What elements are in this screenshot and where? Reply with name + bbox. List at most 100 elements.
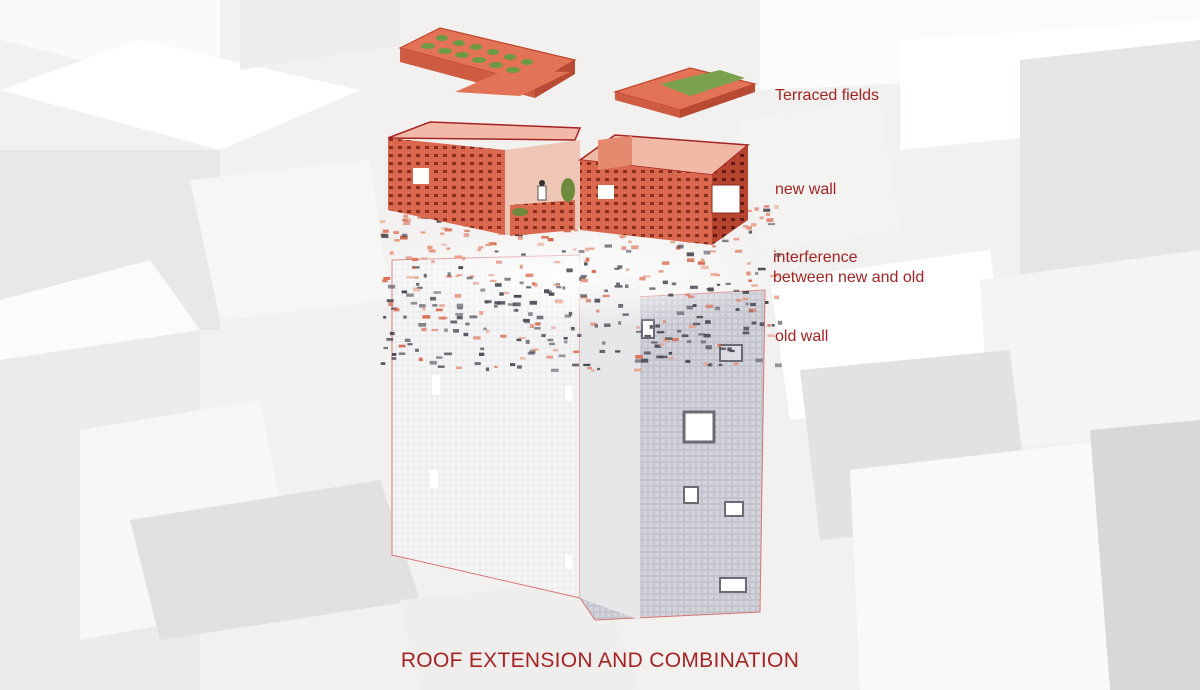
interference-brick [583, 363, 591, 367]
interference-brick [685, 359, 691, 363]
interference-brick [599, 349, 606, 353]
interference-brick [759, 216, 764, 220]
interference-brick [453, 329, 459, 333]
interference-brick [455, 313, 464, 316]
interference-brick [615, 350, 621, 353]
interference-brick [602, 341, 606, 345]
interference-brick [422, 315, 431, 319]
interference-brick [401, 290, 408, 294]
interference-brick [687, 340, 692, 344]
label-terraced-fields: Terraced fields [775, 87, 880, 104]
interference-brick [548, 292, 555, 296]
interference-brick [614, 267, 620, 270]
interference-brick [706, 288, 711, 291]
interference-brick [668, 351, 672, 355]
interference-brick [435, 308, 443, 312]
label-old-wall: old wall [775, 328, 829, 345]
interference-brick [649, 287, 656, 290]
interference-brick [655, 324, 660, 328]
interference-brick [700, 265, 709, 270]
interference-brick [518, 336, 526, 339]
interference-brick [754, 207, 759, 211]
interference-brick [494, 283, 502, 287]
interference-brick [466, 276, 473, 280]
interference-brick [765, 212, 771, 216]
interference-brick [553, 349, 558, 352]
interference-brick [698, 261, 705, 265]
interference-brick [416, 282, 420, 286]
interference-brick [428, 249, 436, 253]
interference-brick [462, 256, 466, 261]
interference-brick [588, 247, 595, 250]
interference-brick [436, 356, 443, 359]
interference-brick [692, 322, 701, 326]
interference-brick [382, 229, 389, 233]
interference-brick [536, 315, 544, 320]
interference-brick [480, 288, 486, 292]
interference-brick [550, 368, 559, 372]
interference-brick [554, 299, 563, 304]
interference-brick [651, 341, 658, 344]
interference-brick [413, 287, 421, 292]
interference-brick [398, 344, 406, 348]
interference-brick [422, 307, 426, 311]
interference-brick [672, 338, 679, 342]
interference-brick [748, 308, 757, 313]
interference-brick [515, 309, 519, 312]
interference-brick [594, 298, 601, 303]
interference-brick [480, 347, 485, 351]
interference-brick [748, 230, 752, 234]
interference-brick [745, 302, 749, 306]
interference-brick [580, 275, 587, 278]
interference-brick [662, 261, 670, 265]
interference-brick [641, 358, 649, 363]
interference-brick [626, 249, 632, 253]
interference-brick [483, 327, 487, 331]
interference-brick [563, 230, 571, 233]
interference-brick [692, 304, 697, 307]
interference-brick [447, 272, 451, 277]
diagram-caption: ROOF EXTENSION AND COMBINATION [400, 649, 800, 672]
interference-brick [430, 296, 436, 301]
interference-brick [618, 321, 622, 325]
interference-brick [564, 340, 568, 344]
interference-brick [490, 279, 497, 282]
interference-brick [662, 320, 666, 323]
interference-brick [743, 225, 748, 228]
interference-brick [418, 323, 427, 327]
interference-brick [455, 275, 460, 278]
interference-brick [402, 218, 408, 222]
interference-brick [427, 245, 433, 250]
interference-brick [414, 276, 419, 279]
interference-brick [625, 268, 630, 271]
interference-brick [602, 294, 610, 298]
interference-brick [446, 247, 451, 250]
label-new-wall: new wall [775, 181, 837, 198]
interference-brick [677, 244, 684, 249]
interference-brick [746, 226, 752, 230]
interference-brick [710, 272, 718, 276]
interference-brick [759, 322, 765, 327]
interference-brick [767, 324, 771, 327]
interference-brick [537, 242, 544, 247]
interference-brick [755, 358, 763, 363]
interference-brick [668, 293, 674, 297]
interference-brick [387, 284, 396, 289]
interference-brick [770, 274, 778, 278]
interference-brick [456, 303, 464, 308]
interference-brick [531, 348, 539, 351]
interference-brick [433, 291, 441, 294]
interference-brick [735, 308, 740, 311]
interference-brick [469, 275, 475, 278]
interference-brick [573, 350, 580, 353]
interference-brick [681, 334, 689, 338]
interference-brick [750, 223, 757, 227]
interference-brick [733, 237, 740, 241]
interference-brick [566, 268, 573, 273]
interference-brick [635, 326, 640, 329]
interference-brick [458, 266, 464, 270]
interference-brick [686, 305, 694, 310]
interference-brick [636, 330, 642, 333]
interference-brick [534, 283, 538, 288]
interference-brick [622, 313, 629, 316]
